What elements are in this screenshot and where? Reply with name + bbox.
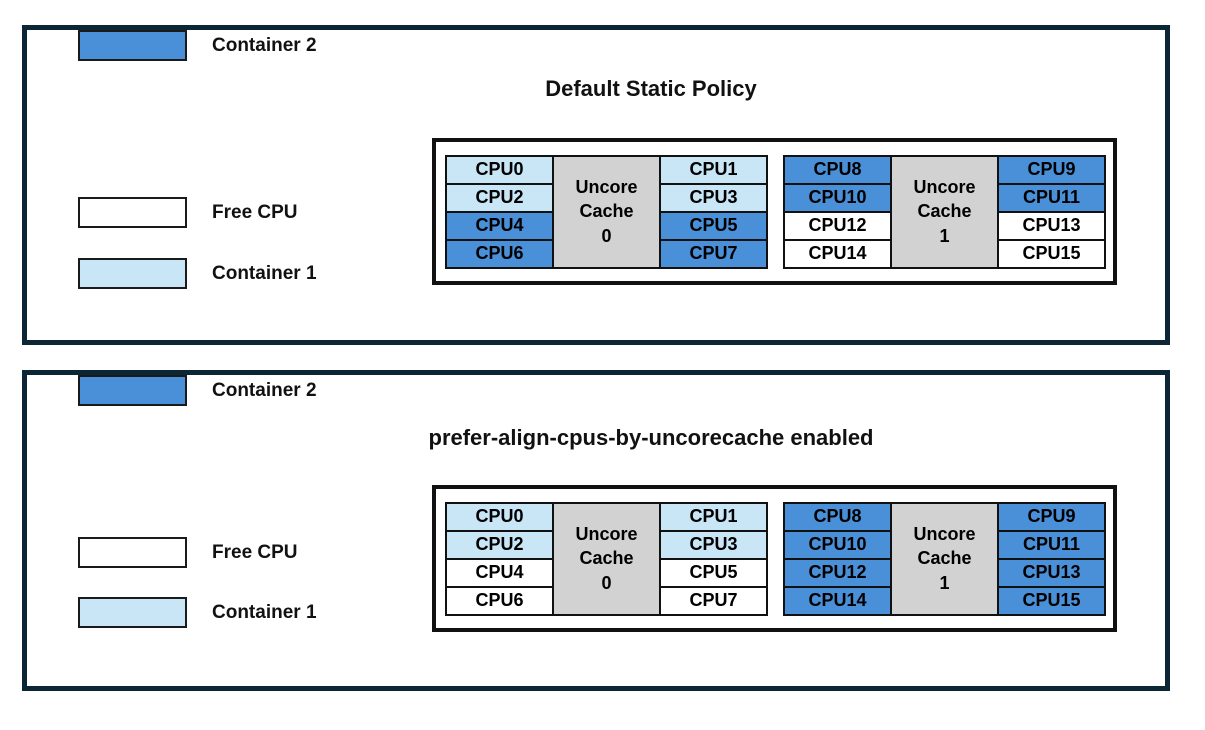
- uncore-cache-block: Uncore Cache 0: [554, 503, 659, 614]
- legend-item-container-2: Container 2: [78, 375, 317, 406]
- legend-label-free: Free CPU: [212, 201, 298, 223]
- legend-label-free: Free CPU: [212, 541, 298, 563]
- panel-prefer-align-cpus-by-uncorecache: prefer-align-cpus-by-uncorecache enabled…: [22, 370, 1170, 691]
- uncore-line: Uncore: [575, 177, 638, 198]
- cpu-topology-diagram: CPU0 CPU2 CPU4 CPU6 Uncore Cache 0 CPU1 …: [432, 138, 1117, 285]
- cpu-cell: CPU12: [785, 559, 890, 586]
- legend-label-container-2: Container 2: [212, 34, 317, 56]
- cpu-cell: CPU13: [999, 212, 1104, 239]
- legend-item-container-2: Container 2: [78, 30, 317, 61]
- legend-label-container-2: Container 2: [212, 379, 317, 401]
- legend-item-free-cpu: Free CPU: [78, 197, 298, 228]
- legend-swatch-free: [78, 197, 187, 228]
- cpu-cell: CPU15: [999, 587, 1104, 614]
- uncore-cluster-0: CPU0 CPU2 CPU4 CPU6 Uncore Cache 0 CPU1 …: [445, 154, 768, 269]
- cpu-cell: CPU2: [447, 184, 552, 211]
- legend-swatch-container-2: [78, 30, 187, 61]
- cpu-topology-diagram: CPU0 CPU2 CPU4 CPU6 Uncore Cache 0 CPU1 …: [432, 485, 1117, 632]
- uncore-cache-block: Uncore Cache 1: [892, 156, 997, 267]
- cpu-cell: CPU14: [785, 240, 890, 267]
- cpu-cell: CPU10: [785, 184, 890, 211]
- legend-swatch-container-1: [78, 258, 187, 289]
- uncore-line: Uncore: [575, 524, 638, 545]
- uncore-line: 1: [939, 572, 950, 593]
- uncore-line: Uncore: [913, 524, 976, 545]
- cpu-cell: CPU11: [999, 184, 1104, 211]
- cpu-cell: CPU9: [999, 503, 1104, 530]
- uncore-line: Uncore: [913, 177, 976, 198]
- page-title: Default Static Policy: [545, 76, 757, 101]
- cpu-cell: CPU0: [447, 503, 552, 530]
- cpu-cell: CPU9: [999, 156, 1104, 183]
- legend-label-container-1: Container 1: [212, 601, 317, 623]
- uncore-line: 0: [601, 572, 612, 593]
- uncore-cluster-1: CPU8 CPU10 CPU12 CPU14 Uncore Cache 1 CP…: [783, 154, 1106, 269]
- legend-item-container-1: Container 1: [78, 258, 317, 289]
- cpu-cell: CPU3: [661, 531, 766, 558]
- legend-item-container-1: Container 1: [78, 597, 317, 628]
- cpu-cell: CPU14: [785, 587, 890, 614]
- cpu-cell: CPU10: [785, 531, 890, 558]
- panel-default-static-policy: Default Static Policy Free CPU Container…: [22, 25, 1170, 345]
- cpu-cell: CPU1: [661, 156, 766, 183]
- legend-swatch-free: [78, 537, 187, 568]
- cpu-cell: CPU7: [661, 240, 766, 267]
- uncore-line: 1: [939, 225, 950, 246]
- legend-label-container-1: Container 1: [212, 262, 317, 284]
- cpu-cell: CPU4: [447, 212, 552, 239]
- cpu-cell: CPU5: [661, 559, 766, 586]
- uncore-line: 0: [601, 225, 612, 246]
- uncore-line: Cache: [917, 548, 972, 569]
- legend-swatch-container-1: [78, 597, 187, 628]
- cpu-cell: CPU5: [661, 212, 766, 239]
- page-title: prefer-align-cpus-by-uncorecache enabled: [428, 425, 874, 450]
- uncore-cache-block: Uncore Cache 1: [892, 503, 997, 614]
- cpu-cell: CPU11: [999, 531, 1104, 558]
- legend-item-free-cpu: Free CPU: [78, 537, 298, 568]
- cpu-cell: CPU4: [447, 559, 552, 586]
- uncore-line: Cache: [579, 548, 634, 569]
- uncore-cluster-1: CPU8 CPU10 CPU12 CPU14 Uncore Cache 1 CP…: [783, 501, 1106, 616]
- cpu-cell: CPU13: [999, 559, 1104, 586]
- uncore-cluster-0: CPU0 CPU2 CPU4 CPU6 Uncore Cache 0 CPU1 …: [445, 501, 768, 616]
- cpu-cell: CPU15: [999, 240, 1104, 267]
- cpu-cell: CPU6: [447, 587, 552, 614]
- cpu-cell: CPU8: [785, 156, 890, 183]
- cpu-cell: CPU6: [447, 240, 552, 267]
- cpu-cell: CPU1: [661, 503, 766, 530]
- cpu-cell: CPU3: [661, 184, 766, 211]
- cpu-cell: CPU12: [785, 212, 890, 239]
- legend-swatch-container-2: [78, 375, 187, 406]
- cpu-cell: CPU7: [661, 587, 766, 614]
- cpu-cell: CPU2: [447, 531, 552, 558]
- uncore-line: Cache: [579, 201, 634, 222]
- cpu-cell: CPU8: [785, 503, 890, 530]
- uncore-line: Cache: [917, 201, 972, 222]
- uncore-cache-block: Uncore Cache 0: [554, 156, 659, 267]
- cpu-cell: CPU0: [447, 156, 552, 183]
